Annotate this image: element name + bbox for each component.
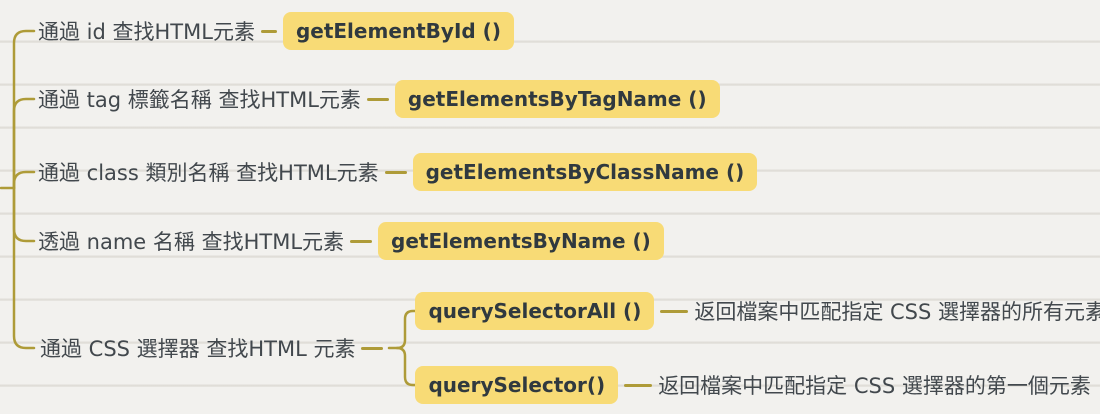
child-row-queryselectorall: querySelectorAll () 返回檔案中匹配指定 CSS 選擇器的所有… bbox=[415, 292, 1100, 330]
method-node-getelementsbyclassname[interactable]: getElementsByClassName () bbox=[412, 153, 758, 191]
child-row-queryselector: querySelector() 返回檔案中匹配指定 CSS 選擇器的第一個元素 bbox=[415, 366, 1100, 404]
branch-connector-class bbox=[12, 170, 36, 190]
method-node-getelementsbyname[interactable]: getElementsByName () bbox=[378, 222, 664, 260]
children-bracket-connector bbox=[388, 309, 417, 387]
description-queryselectorall[interactable]: 返回檔案中匹配指定 CSS 選擇器的所有元素 bbox=[694, 300, 1100, 324]
branch-row-id: 通過 id 查找HTML元素 getElementById () bbox=[38, 12, 514, 50]
branch-connector-css bbox=[12, 186, 36, 350]
css-children-column: querySelectorAll () 返回檔案中匹配指定 CSS 選擇器的所有… bbox=[415, 292, 1100, 404]
branch-label-tag[interactable]: 通過 tag 標籤名稱 查找HTML元素 bbox=[38, 88, 361, 112]
method-node-getelementsbytagname[interactable]: getElementsByTagName () bbox=[394, 80, 720, 118]
description-queryselector[interactable]: 返回檔案中匹配指定 CSS 選擇器的第一個元素 bbox=[658, 374, 1091, 398]
method-node-queryselector[interactable]: querySelector() bbox=[415, 366, 619, 404]
method-node-getelementbyid[interactable]: getElementById () bbox=[282, 12, 514, 50]
branch-row-name: 透過 name 名稱 查找HTML元素 getElementsByName () bbox=[38, 222, 664, 260]
bracket-top-connector bbox=[388, 309, 417, 350]
branch-label-name[interactable]: 透過 name 名稱 查找HTML元素 bbox=[38, 230, 345, 254]
branch-connector-name bbox=[12, 186, 36, 243]
label-to-method-connector bbox=[350, 239, 373, 243]
method-node-queryselectorall[interactable]: querySelectorAll () bbox=[415, 292, 655, 330]
method-to-description-connector bbox=[660, 309, 689, 313]
branch-row-tag: 通過 tag 標籤名稱 查找HTML元素 getElementsByTagNam… bbox=[38, 80, 720, 118]
label-to-method-connector bbox=[260, 29, 277, 33]
trunk-connector-lines bbox=[0, 29, 36, 350]
branch-row-css: 通過 CSS 選擇器 查找HTML 元素 querySelectorAll ()… bbox=[40, 292, 1100, 404]
method-to-description-connector bbox=[624, 383, 653, 387]
branch-label-css[interactable]: 通過 CSS 選擇器 查找HTML 元素 bbox=[40, 337, 356, 361]
label-to-method-connector bbox=[384, 170, 407, 174]
branch-connector-id bbox=[12, 29, 36, 190]
branch-row-class: 通過 class 類別名稱 查找HTML元素 getElementsByClas… bbox=[38, 153, 758, 191]
branch-label-id[interactable]: 通過 id 查找HTML元素 bbox=[38, 20, 255, 44]
label-to-children-connector bbox=[361, 346, 384, 350]
bracket-bottom-connector bbox=[396, 346, 417, 387]
label-to-method-connector bbox=[366, 97, 389, 101]
branch-connector-tag bbox=[12, 97, 36, 190]
branch-label-class[interactable]: 通過 class 類別名稱 查找HTML元素 bbox=[38, 161, 379, 185]
